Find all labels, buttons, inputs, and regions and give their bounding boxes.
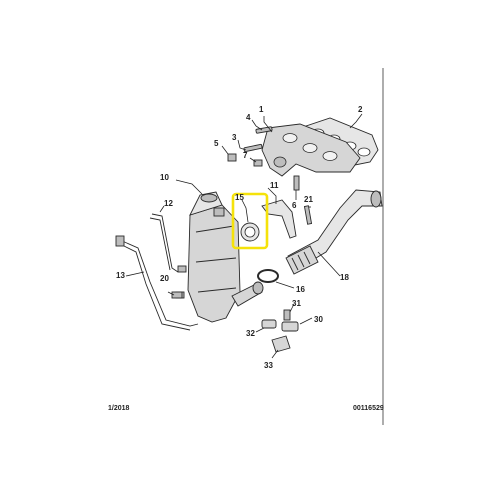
leader-30 [299, 317, 313, 325]
nut-5 [227, 153, 237, 162]
callout-15[interactable]: 15 [235, 193, 244, 202]
callout-32[interactable]: 32 [246, 329, 255, 338]
callout-10[interactable]: 10 [160, 173, 169, 182]
sensor-30 [281, 321, 299, 332]
callout-20[interactable]: 20 [160, 274, 169, 283]
callout-21[interactable]: 21 [304, 195, 313, 204]
bracket-33 [271, 335, 291, 353]
stud-6 [293, 175, 300, 191]
leader-15 [241, 199, 249, 223]
outlet-flange [252, 281, 264, 295]
flex-joint-ribs [291, 251, 311, 271]
intermediate-pipe-group [285, 189, 383, 275]
callout-2[interactable]: 2 [358, 105, 363, 114]
leader-lines [125, 113, 363, 359]
leader-2 [349, 113, 363, 129]
leader-13 [125, 271, 145, 277]
leader-20 [167, 291, 175, 296]
callout-6[interactable]: 6 [292, 201, 297, 210]
support-bracket-11 [261, 199, 297, 239]
leader-33 [271, 349, 279, 359]
clip-32 [261, 319, 277, 329]
leader-31 [289, 303, 295, 313]
callout-31[interactable]: 31 [292, 299, 301, 308]
pipe-outlet-flange [370, 190, 382, 208]
bolt-21 [303, 205, 313, 225]
leader-32 [255, 327, 265, 333]
footer-reference: 00116529 [353, 405, 384, 412]
clamp-16 [257, 269, 279, 283]
sensor-20 [171, 291, 183, 299]
leader-4 [251, 119, 263, 131]
nut-7 [253, 159, 263, 167]
filter-sensor-boss [213, 207, 225, 217]
pressure-pipe-12 [151, 213, 179, 273]
manifold-port [302, 143, 318, 153]
callout-30[interactable]: 30 [314, 315, 323, 324]
leader-1 [263, 116, 273, 133]
pressure-pipe-12-inner [149, 217, 171, 271]
leader-18 [317, 251, 341, 277]
pressure-pipe-13 [119, 239, 199, 327]
callout-3[interactable]: 3 [232, 133, 237, 142]
manifold-port [282, 133, 298, 143]
flex-joint [285, 245, 319, 275]
callout-11[interactable]: 11 [270, 181, 279, 190]
small-parts-group [171, 291, 299, 353]
callout-labels: 1 2 3 4 5 6 7 10 11 12 13 15 16 18 20 21… [116, 105, 363, 370]
callout-33[interactable]: 33 [264, 361, 273, 370]
callout-18[interactable]: 18 [340, 273, 349, 282]
filter-sensor-boss [177, 265, 187, 273]
leader-11 [267, 187, 277, 204]
fasteners-top [227, 126, 300, 191]
pipe-end-fitting [115, 235, 125, 247]
filter-shell-lines [195, 225, 237, 293]
leader-7 [249, 157, 257, 163]
filter-inlet-flange [200, 193, 218, 203]
pressure-pipe-13-inner [119, 243, 191, 331]
leader-10 [175, 179, 203, 195]
leader-12 [159, 205, 165, 213]
leader-3 [237, 139, 247, 151]
particle-filter-assembly [175, 191, 264, 323]
leader-16 [275, 281, 295, 289]
leader-5 [221, 145, 229, 155]
manifold-outlet [273, 156, 287, 168]
gasket-port [357, 147, 371, 157]
sensor-31 [283, 309, 291, 321]
gasket-15-group [240, 222, 260, 242]
manifold-port [322, 151, 338, 161]
gasket-15-hole [244, 226, 256, 238]
callout-1[interactable]: 1 [259, 105, 264, 114]
footer-date: 1/2018 [108, 405, 130, 412]
clamp-16-group [257, 269, 279, 283]
callout-12[interactable]: 12 [164, 199, 173, 208]
callout-5[interactable]: 5 [214, 139, 219, 148]
pressure-pipe-group [115, 213, 199, 331]
callout-13[interactable]: 13 [116, 271, 125, 280]
callout-4[interactable]: 4 [246, 113, 251, 122]
particle-filter-body [187, 204, 241, 323]
exhaust-manifold-group [261, 117, 379, 177]
highlight-frame [231, 192, 269, 250]
stud-3 [243, 143, 263, 153]
callout-7[interactable]: 7 [243, 151, 248, 160]
callout-16[interactable]: 16 [296, 285, 305, 294]
stud-4 [255, 126, 273, 134]
